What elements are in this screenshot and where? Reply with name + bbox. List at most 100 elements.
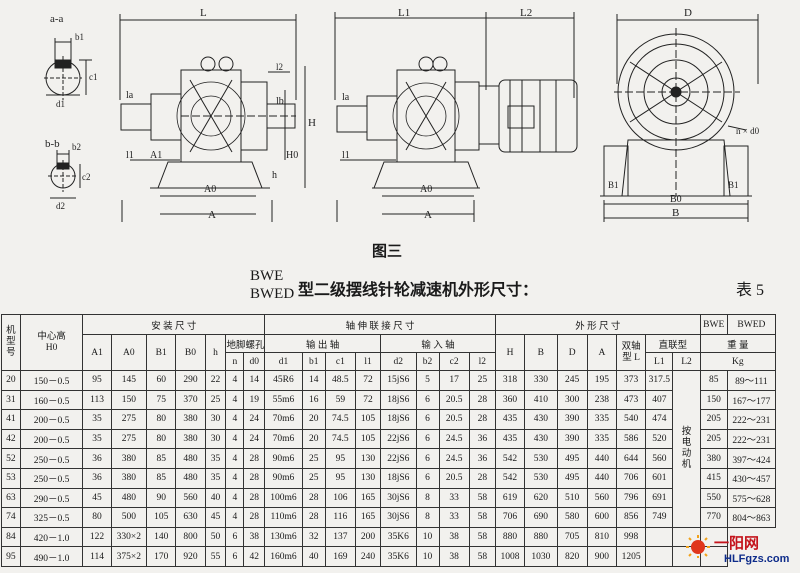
table-cell: 480	[175, 467, 206, 489]
table-cell: 6	[415, 467, 440, 489]
table-cell: 318	[494, 370, 526, 391]
table-cell: 330×2	[110, 526, 148, 548]
table-cell: 240	[354, 546, 382, 567]
table-cell: 6	[225, 526, 245, 548]
table-cell: 856	[616, 507, 647, 528]
table-cell: 630	[175, 507, 206, 528]
table-cell: 360	[494, 389, 526, 411]
table-cell: 167～177	[726, 389, 777, 411]
table-cell: 160－0.5	[19, 389, 84, 411]
table-cell: 35	[82, 409, 112, 430]
header-install: 安 装 尺 寸	[82, 314, 266, 335]
table-cell: 4	[225, 487, 245, 509]
watermark-site-name: 一阳网	[714, 534, 760, 552]
table-cell: 542	[494, 448, 526, 469]
bb-title: b-b	[45, 138, 60, 150]
table-cell: 106	[324, 487, 357, 509]
table-cell: 35	[204, 467, 227, 489]
table-cell: 42	[1, 428, 21, 450]
header-direct-type: 直联型	[645, 334, 701, 353]
table-cell: 60	[146, 370, 177, 391]
table-cell: 145	[110, 370, 148, 391]
header-center-height: 中心高 H0	[19, 314, 84, 371]
motor-label-la: la	[342, 92, 350, 103]
table-cell: 80	[146, 428, 177, 450]
table-cell: 95	[82, 370, 112, 391]
side-label-L: L	[200, 7, 207, 19]
side-label-h: h	[272, 170, 277, 181]
table-cell: 95	[324, 448, 357, 469]
table-cell: 200－0.5	[19, 428, 84, 450]
table-cell: 920	[175, 546, 206, 567]
table-cell: 36	[468, 448, 496, 469]
table-cell: 90	[146, 487, 177, 509]
table-cell: 900	[586, 546, 618, 567]
table-cell: 880	[524, 526, 558, 548]
motor-label-L2: L2	[520, 7, 532, 19]
table-cell: 796	[616, 487, 647, 509]
header-h: h	[204, 334, 227, 371]
table-cell: 397～424	[726, 448, 777, 469]
reducer-end-view	[600, 14, 759, 222]
table-cell: 25	[468, 370, 496, 391]
end-label-nd0: n × d0	[736, 126, 760, 136]
header-H: H	[494, 334, 526, 371]
table-cell: 116	[324, 507, 357, 528]
table-cell: 25	[204, 389, 227, 411]
table-cell: 137	[324, 526, 357, 548]
table-cell: 370	[175, 389, 206, 411]
table-cell: 84	[1, 526, 21, 548]
table-cell: 14	[301, 370, 326, 391]
table-cell: 275	[110, 428, 148, 450]
table-cell: 530	[524, 467, 558, 489]
table-cell: 6	[415, 428, 440, 450]
table-cell: 28	[243, 507, 266, 528]
end-label-D: D	[684, 7, 692, 19]
table-cell: 4	[225, 448, 245, 469]
table-cell: 1205	[616, 546, 647, 567]
table-cell: 45	[82, 487, 112, 509]
table-cell: 8	[415, 507, 440, 528]
table-cell: 4	[225, 428, 245, 450]
table-cell: 4	[225, 370, 245, 391]
table-cell: 222～231	[726, 428, 777, 450]
table-cell: 200	[354, 526, 382, 548]
motor-label-L1: L1	[398, 7, 410, 19]
table-cell: 58	[468, 487, 496, 509]
header-A0: A0	[110, 334, 148, 371]
table-cell: 28	[468, 467, 496, 489]
table-cell	[645, 526, 674, 548]
table-cell: 4	[225, 467, 245, 489]
table-cell: 160m6	[264, 546, 303, 567]
table-cell: 90m6	[264, 448, 303, 469]
header-output-shaft: 输 出 轴	[264, 334, 382, 353]
table-cell: 55	[204, 546, 227, 567]
table-cell: 36	[468, 428, 496, 450]
header-dual-shaft: 双轴型 L	[616, 334, 647, 371]
table-cell: 4	[225, 507, 245, 528]
table-cell: 335	[586, 428, 618, 450]
table-cell: 53	[1, 467, 21, 489]
table-cell: 38	[438, 526, 470, 548]
header-c2: c2	[438, 352, 470, 371]
table-cell: 24	[243, 409, 266, 430]
table-cell: 22jS6	[380, 428, 417, 450]
table-cell: 130	[354, 448, 382, 469]
table-cell: 530	[524, 448, 558, 469]
table-cell: 35K6	[380, 546, 417, 567]
table-cell: 880	[494, 526, 526, 548]
table-cell: 330	[524, 370, 558, 391]
table-cell: 430	[524, 409, 558, 430]
header-weight-label: 重 量	[727, 340, 749, 351]
table-cell: 42	[243, 546, 266, 567]
table-cell: 20.5	[438, 409, 470, 430]
table-cell: 48.5	[324, 370, 357, 391]
table-cell: 586	[616, 428, 647, 450]
table-cell: 52	[1, 448, 21, 469]
